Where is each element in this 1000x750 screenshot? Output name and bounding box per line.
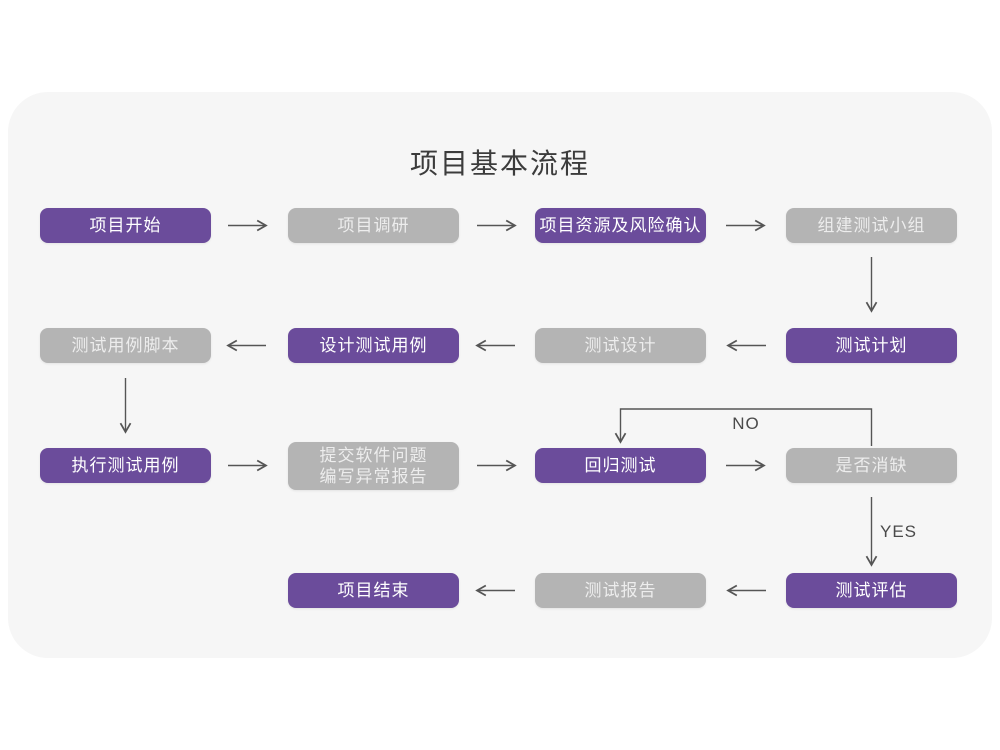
node-project-start: 项目开始 <box>40 208 211 243</box>
node-project-end: 项目结束 <box>288 573 459 608</box>
node-build-test-team: 组建测试小组 <box>786 208 957 243</box>
node-defect-cleared: 是否消缺 <box>786 448 957 483</box>
node-test-case-script: 测试用例脚本 <box>40 328 211 363</box>
no-label: NO <box>732 414 760 433</box>
flowchart-card <box>8 92 992 658</box>
node-submit-issues-write-report: 提交软件问题 编写异常报告 <box>288 442 459 490</box>
node-execute-test-cases: 执行测试用例 <box>40 448 211 483</box>
node-design-test-cases: 设计测试用例 <box>288 328 459 363</box>
node-line-1: 提交软件问题 <box>319 445 428 465</box>
node-project-research: 项目调研 <box>288 208 459 243</box>
node-test-design: 测试设计 <box>535 328 706 363</box>
node-test-evaluation: 测试评估 <box>786 573 957 608</box>
node-project-resources-risk-confirm: 项目资源及风险确认 <box>535 208 706 243</box>
node-test-report: 测试报告 <box>535 573 706 608</box>
node-regression-test: 回归测试 <box>535 448 706 483</box>
node-line-2: 编写异常报告 <box>319 467 428 486</box>
diagram-title: 项目基本流程 <box>409 148 590 179</box>
yes-label: YES <box>880 522 918 541</box>
node-test-plan: 测试计划 <box>786 328 957 363</box>
